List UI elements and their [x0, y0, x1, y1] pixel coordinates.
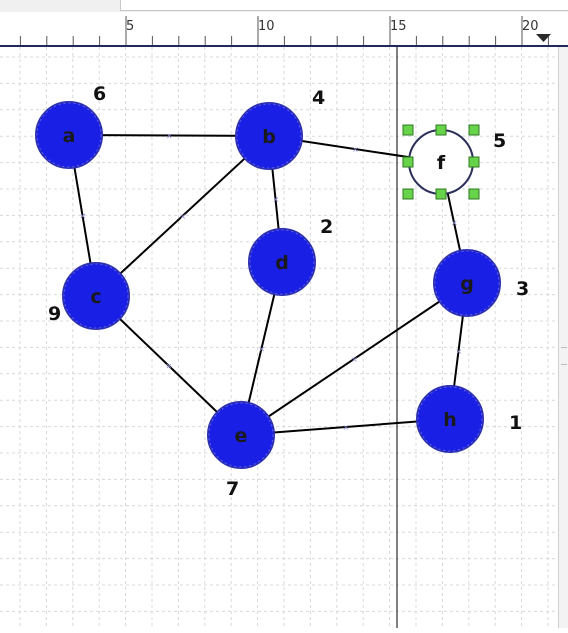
node-weight: 3 — [516, 278, 529, 300]
edge-marker: × — [166, 362, 173, 371]
resize-handle[interactable] — [435, 188, 447, 200]
ruler-label-10: 10 — [258, 19, 275, 34]
edge-marker: × — [351, 355, 358, 364]
edge-marker: × — [343, 423, 350, 432]
scrollbar-grip[interactable] — [561, 347, 567, 365]
edge-marker: × — [166, 132, 173, 141]
vertical-scrollbar[interactable] — [558, 47, 568, 628]
node-label: g — [460, 273, 474, 295]
window-top-strip — [0, 0, 568, 12]
ruler-label-15: 15 — [390, 19, 407, 34]
resize-handle[interactable] — [402, 156, 414, 168]
node-c[interactable]: c — [62, 262, 130, 330]
node-label: h — [443, 409, 457, 431]
edge-marker: × — [273, 195, 280, 204]
edge-marker: × — [352, 145, 359, 154]
node-weight: 4 — [312, 87, 325, 109]
node-weight: 7 — [226, 478, 239, 500]
edge-marker: × — [451, 219, 458, 228]
node-weight: 1 — [509, 412, 522, 434]
ruler-ticks: 5 10 15 20 — [19, 16, 551, 45]
node-label: c — [90, 286, 101, 308]
document-tab-edge — [120, 0, 568, 11]
node-weight: 9 — [48, 303, 61, 325]
edge-marker: × — [259, 345, 266, 354]
resize-handle[interactable] — [468, 156, 480, 168]
edge-marker: × — [80, 212, 87, 221]
ruler-label-5: 5 — [126, 19, 134, 34]
node-e[interactable]: e — [207, 401, 275, 469]
node-d[interactable]: d — [248, 228, 316, 296]
node-f[interactable]: f — [408, 129, 474, 195]
edge-marker: × — [456, 347, 463, 356]
node-weight: 5 — [493, 130, 506, 152]
resize-handle[interactable] — [468, 124, 480, 136]
node-label: f — [437, 152, 446, 174]
node-label: e — [235, 425, 248, 447]
edge-marker: × — [180, 212, 187, 221]
node-label: d — [275, 252, 289, 274]
edge-h-e[interactable] — [240, 418, 451, 436]
node-a[interactable]: a — [35, 101, 103, 169]
resize-handle[interactable] — [468, 188, 480, 200]
resize-handle[interactable] — [402, 188, 414, 200]
resize-handle[interactable] — [435, 124, 447, 136]
node-weight: 6 — [93, 83, 106, 105]
resize-handle[interactable] — [402, 124, 414, 136]
node-g[interactable]: g — [433, 249, 501, 317]
horizontal-ruler[interactable]: 5 10 15 20 — [0, 12, 568, 47]
node-label: a — [63, 125, 76, 147]
drawing-canvas[interactable]: × × × × × × × × × × × a b f d c g h e 6 4 5 2 9 3 1 7 — [0, 47, 558, 628]
triangle-down-icon[interactable] — [536, 34, 551, 42]
node-b[interactable]: b — [235, 102, 303, 170]
edge-b-c[interactable] — [95, 135, 270, 297]
node-h[interactable]: h — [416, 385, 484, 453]
ruler-label-20: 20 — [522, 19, 539, 34]
node-weight: 2 — [320, 216, 333, 238]
edge-g-e[interactable] — [240, 282, 468, 436]
node-label: b — [262, 126, 276, 148]
